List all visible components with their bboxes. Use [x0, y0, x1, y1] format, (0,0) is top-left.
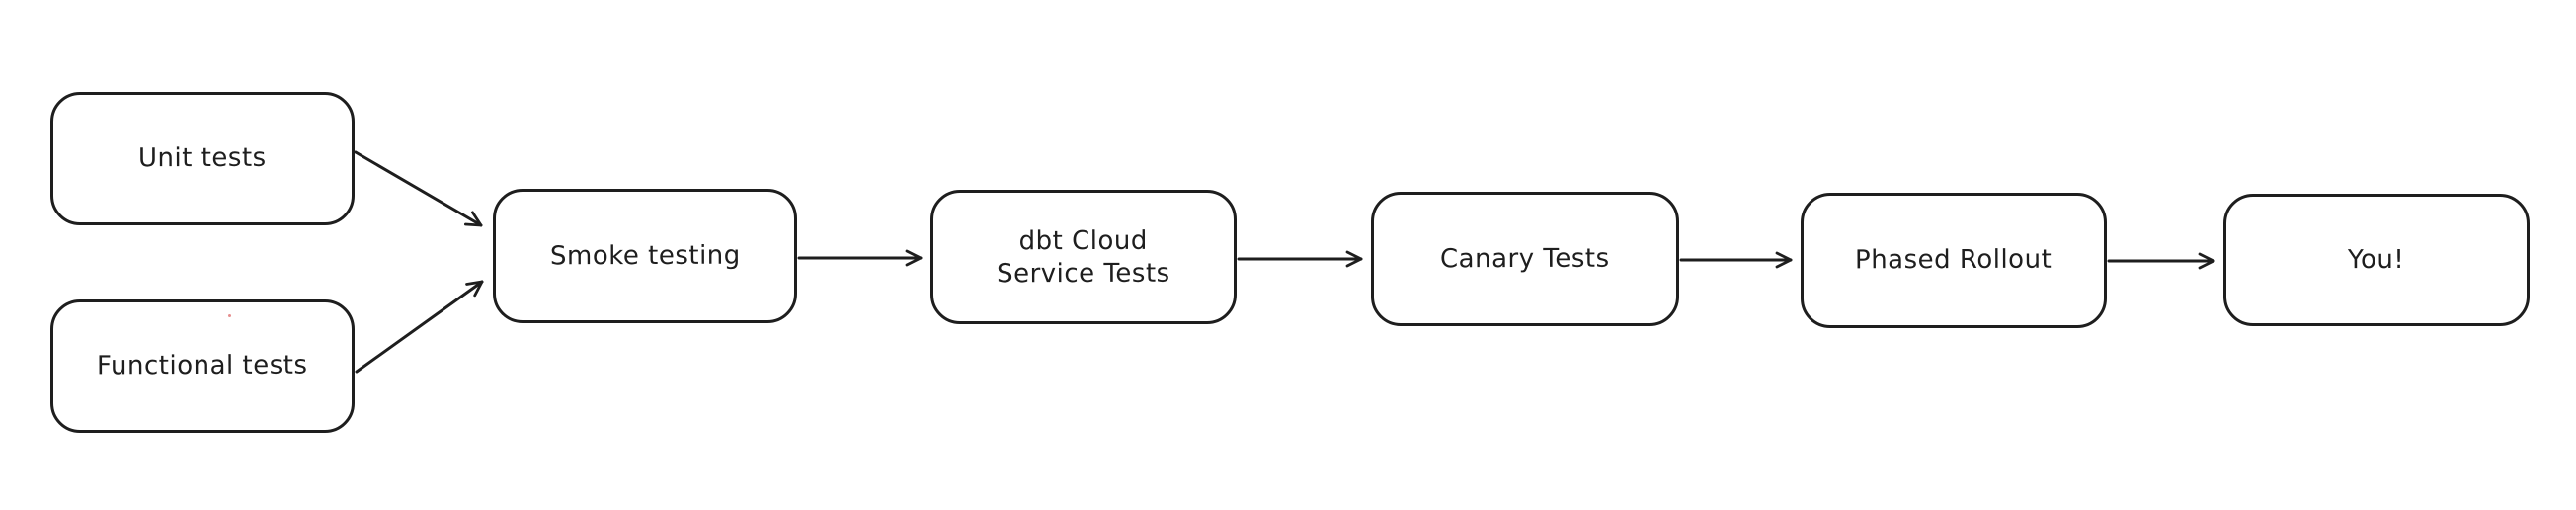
arrow-functional-tests-to-smoke-testing — [355, 280, 484, 374]
node-dbt-cloud-service-tests-label: dbt Cloud Service Tests — [997, 225, 1170, 289]
node-smoke-testing: Smoke testing — [493, 189, 797, 323]
node-canary-tests: Canary Tests — [1371, 192, 1679, 326]
node-you: You! — [2223, 194, 2530, 326]
node-phased-rollout-label: Phased Rollout — [1855, 244, 2053, 276]
node-functional-tests: Functional tests — [50, 299, 355, 433]
node-canary-tests-label: Canary Tests — [1440, 243, 1610, 275]
node-unit-tests-label: Unit tests — [138, 143, 267, 174]
node-you-label: You! — [2348, 244, 2405, 275]
arrow-unit-tests-to-smoke-testing — [354, 150, 483, 227]
node-smoke-testing-label: Smoke testing — [549, 240, 741, 272]
node-unit-tests: Unit tests — [50, 92, 355, 225]
stray-red-dot — [228, 314, 231, 317]
node-phased-rollout: Phased Rollout — [1801, 193, 2107, 328]
node-functional-tests-label: Functional tests — [97, 350, 308, 382]
node-dbt-cloud-service-tests: dbt Cloud Service Tests — [930, 190, 1237, 324]
